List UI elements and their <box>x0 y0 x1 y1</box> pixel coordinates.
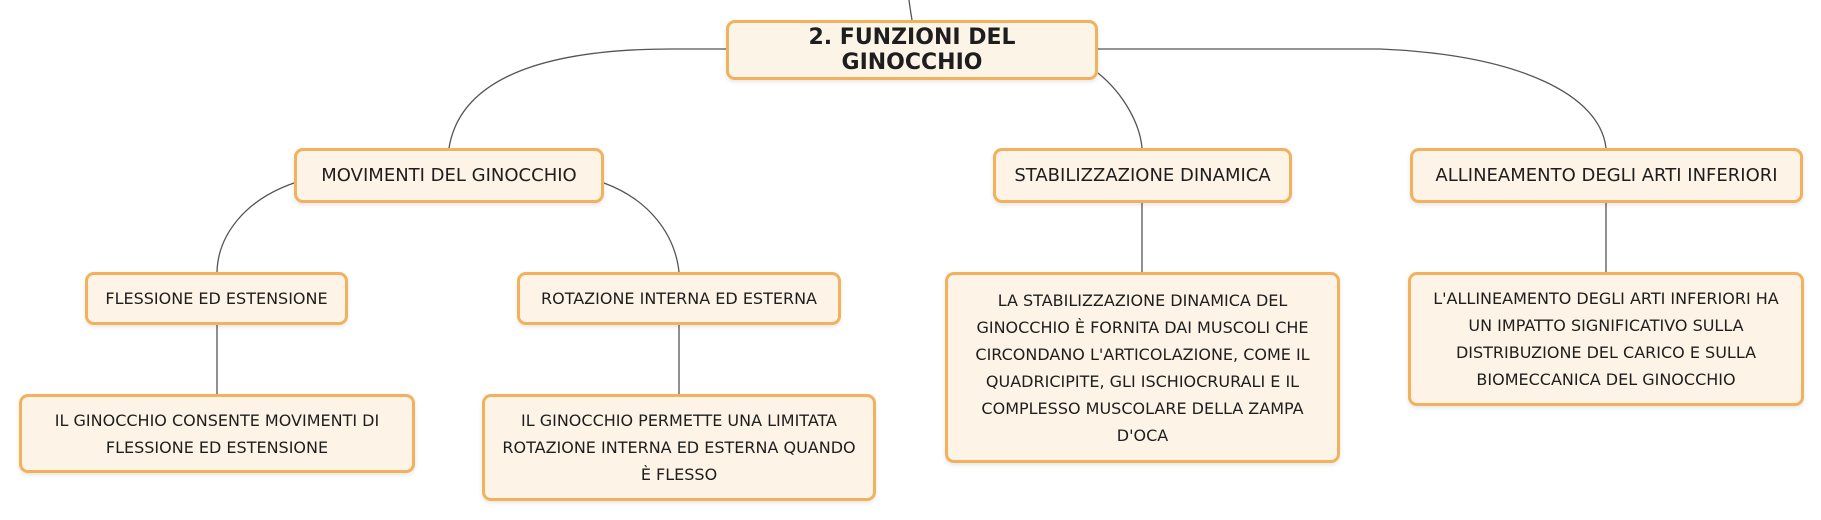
connector-root-allineamento <box>1098 48 1607 149</box>
node-movimenti[interactable]: MOVIMENTI DEL GINOCCHIO <box>294 148 604 203</box>
node-rotazione[interactable]: ROTAZIONE INTERNA ED ESTERNA <box>517 272 841 325</box>
connector-root-stabilizzazione <box>1097 72 1143 149</box>
root-node[interactable]: 2. FUNZIONI DEL GINOCCHIO <box>726 20 1098 80</box>
node-allineamento-desc[interactable]: L'ALLINEAMENTO DEGLI ARTI INFERIORI HA U… <box>1408 272 1804 406</box>
flessione-description: IL GINOCCHIO CONSENTE MOVIMENTI DI FLESS… <box>54 410 380 457</box>
stabilizzazione-label: STABILIZZAZIONE DINAMICA <box>1014 165 1271 186</box>
node-flessione[interactable]: FLESSIONE ED ESTENSIONE <box>85 272 348 325</box>
connector-parent-root <box>908 0 913 21</box>
rotazione-label: ROTAZIONE INTERNA ED ESTERNA <box>540 289 817 308</box>
node-stabilizzazione[interactable]: STABILIZZAZIONE DINAMICA <box>993 148 1292 203</box>
node-rotazione-desc[interactable]: IL GINOCCHIO PERMETTE UNA LIMITATA ROTAZ… <box>482 394 876 501</box>
node-allineamento[interactable]: ALLINEAMENTO DEGLI ARTI INFERIORI <box>1410 148 1803 203</box>
flessione-label: FLESSIONE ED ESTENSIONE <box>105 289 328 308</box>
node-flessione-desc[interactable]: IL GINOCCHIO CONSENTE MOVIMENTI DI FLESS… <box>19 394 415 473</box>
connector-root-movimenti <box>448 48 726 149</box>
node-stabilizzazione-desc[interactable]: LA STABILIZZAZIONE DINAMICA DEL GINOCCHI… <box>945 272 1340 463</box>
allineamento-description: L'ALLINEAMENTO DEGLI ARTI INFERIORI HA U… <box>1433 289 1779 389</box>
allineamento-label: ALLINEAMENTO DEGLI ARTI INFERIORI <box>1435 165 1778 186</box>
connector-movimenti-flessione <box>216 182 295 273</box>
connector-movimenti-rotazione <box>603 182 680 273</box>
rotazione-description: IL GINOCCHIO PERMETTE UNA LIMITATA ROTAZ… <box>502 411 856 484</box>
movimenti-label: MOVIMENTI DEL GINOCCHIO <box>321 165 577 186</box>
stabilizzazione-description: LA STABILIZZAZIONE DINAMICA DEL GINOCCHI… <box>975 290 1310 445</box>
root-label: 2. FUNZIONI DEL GINOCCHIO <box>808 25 1016 75</box>
